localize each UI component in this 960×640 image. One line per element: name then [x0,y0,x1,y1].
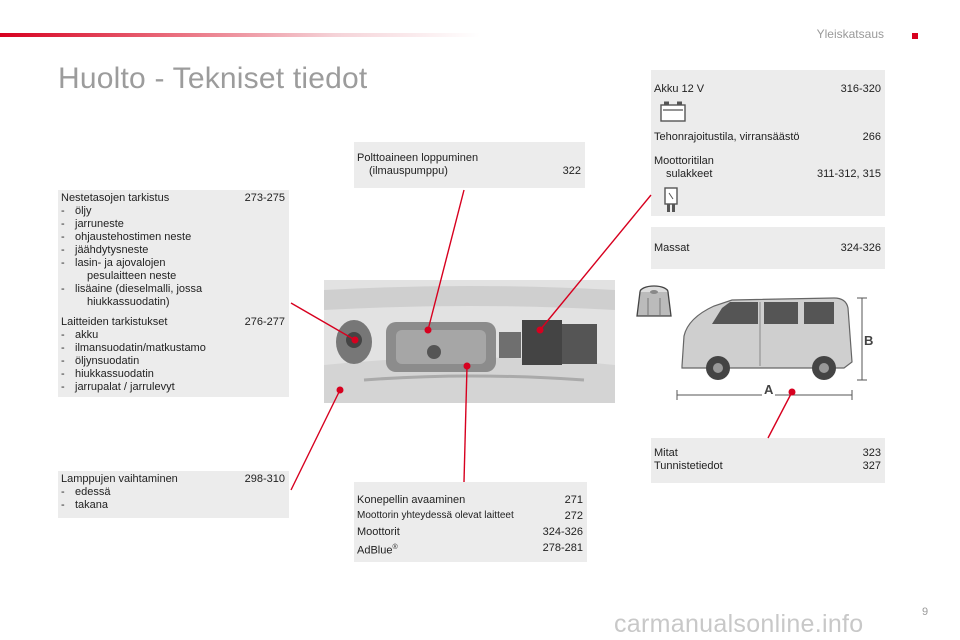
fuel-pages: 322 [562,165,581,177]
page-number: 9 [922,606,929,618]
fuses-subtitle: sulakkeet [666,168,713,180]
dimensions-label: Mitat [654,447,678,459]
fuse-icon [664,187,678,213]
bulbs-pages: 298-310 [244,473,285,485]
list-item: akku [75,329,99,341]
list-item-cont: hiukkassuodatin) [87,296,170,308]
masses-label: Massat [654,242,690,254]
list-item-cont: pesulaitteen neste [87,270,177,282]
engine-components-pages: 272 [564,510,583,522]
battery-fuses-box: Akku 12 V 316-320 Tehonrajoitustila, virr… [651,70,885,216]
bonnet-open-pages: 271 [564,494,583,506]
list-item: jarrupalat / jarrulevyt [75,381,175,393]
list-item: ilmansuodatin/matkustamo [75,342,206,354]
adblue-label: AdBlue® [357,544,398,557]
fuel-title: Polttoaineen loppuminen [357,152,479,164]
fuses-title: Moottoritilan [654,155,714,167]
list-item: jarruneste [75,218,124,230]
battery-label: Akku 12 V [654,83,705,95]
masses-box: Massat 324-326 [651,227,885,269]
battery-pages: 316-320 [840,83,881,95]
dimensions-pages: 323 [862,447,881,459]
engines-pages: 324-326 [542,526,583,538]
list-item: öljynsuodatin [75,355,140,367]
battery-icon [660,100,686,122]
engine-components: Moottorin yhteydessä olevat laitteet [357,510,514,521]
fuel-box: Polttoaineen loppuminen (ilmauspumppu) 32… [354,142,585,188]
list-item: öljy [75,205,92,217]
component-checks-pages: 276-277 [244,316,285,328]
list-item: lasin- ja ajovalojen [75,257,166,269]
fluid-checks-title: Nestetasojen tarkistus [61,192,170,204]
dimensions-box: Mitat 323 Tunnistetiedot 327 [651,438,885,483]
dimension-b-label: B [864,333,874,348]
engines-label: Moottorit [357,526,400,538]
watermark: carmanualsonline.info [614,610,864,638]
engine-bay-image [324,280,615,403]
energy-mode-pages: 266 [862,131,881,143]
adblue-pages: 278-281 [542,542,583,554]
list-item: hiukkassuodatin [75,368,154,380]
energy-mode-label: Tehonrajoitustila, virransäästö [654,131,800,143]
list-item: takana [75,499,109,511]
bonnet-box: Konepellin avaaminen 271 Moottorin yhteyd… [354,482,587,562]
van-dimensions-image: A B [634,278,884,408]
list-item: ohjaustehostimen neste [75,231,192,243]
list-item: jäähdytysneste [75,244,149,256]
list-item: edessä [75,486,111,498]
header-accent-bar [0,33,480,37]
bulbs-title: Lamppujen vaihtaminen [61,473,178,485]
fuses-pages: 311-312, 315 [816,168,881,180]
masses-pages: 324-326 [840,242,881,254]
section-name: Yleiskatsaus [816,27,884,41]
fluid-checks-pages: 273-275 [244,192,285,204]
identification-label: Tunnistetiedot [654,460,723,472]
fuel-subtitle: (ilmauspumppu) [369,165,448,177]
dimension-a-label: A [762,382,776,397]
list-item: lisäaine (dieselmalli, jossa [75,283,203,295]
identification-pages: 327 [862,460,881,472]
section-marker [912,33,918,39]
bonnet-open: Konepellin avaaminen [357,494,466,506]
page-title: Huolto - Tekniset tiedot [58,62,368,95]
component-checks-title: Laitteiden tarkistukset [61,316,168,328]
